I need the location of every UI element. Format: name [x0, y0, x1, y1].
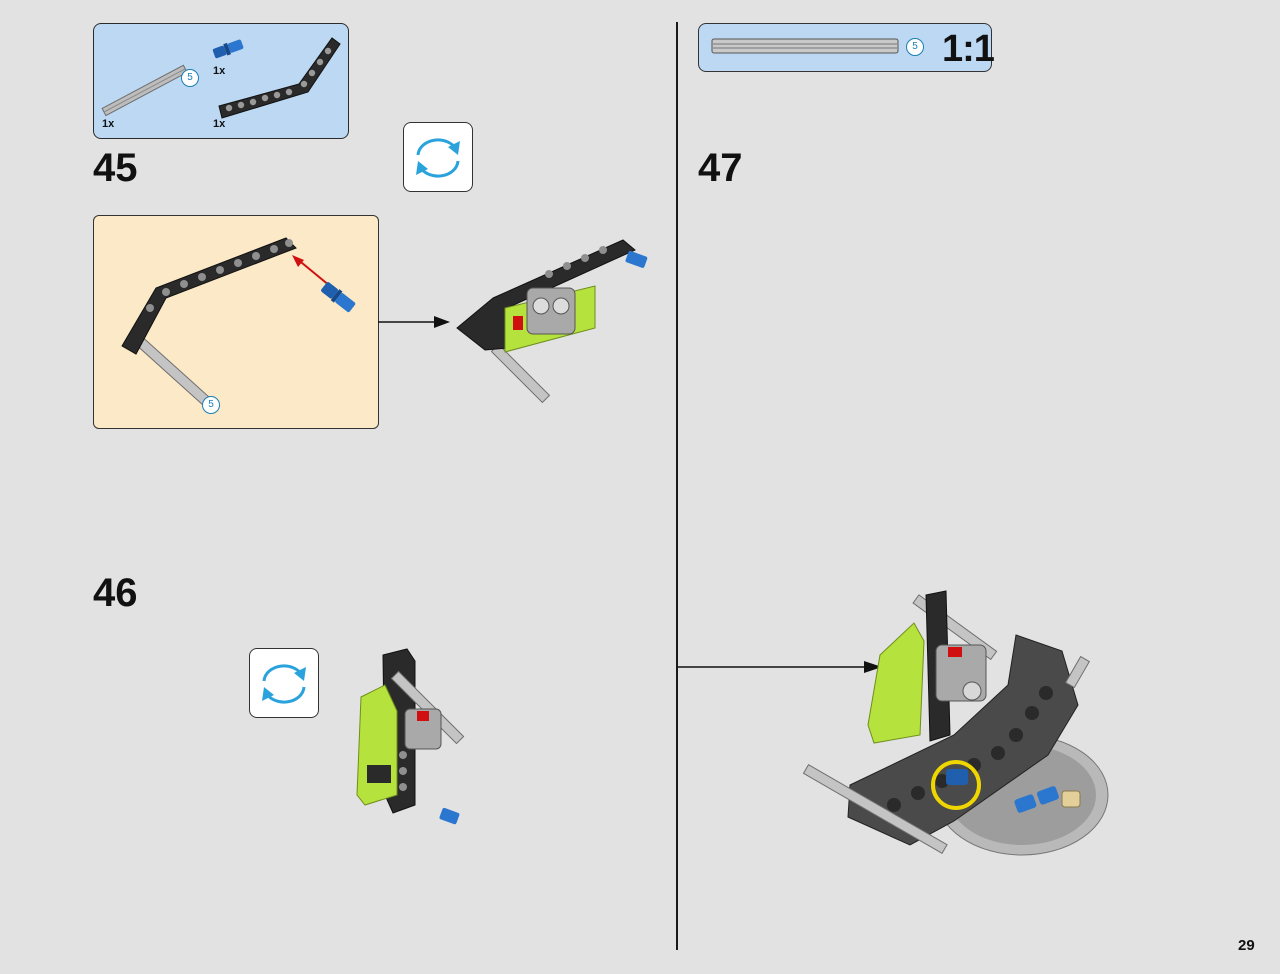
step-45-model-image [456, 239, 648, 404]
rotate-icon [416, 138, 460, 178]
axle-part-image [101, 64, 188, 117]
rotate-model-callout [403, 122, 473, 192]
blue-pin-part-image [212, 39, 244, 59]
step-46-model-image [356, 648, 465, 825]
scale-axle-image [711, 38, 899, 54]
subassembly-callout: 5 [93, 215, 379, 429]
page-number: 29 [1238, 937, 1255, 954]
arrow-right-icon-2 [678, 661, 882, 673]
bent-beam-part-image [218, 37, 341, 119]
step-47-model-image [802, 590, 1109, 856]
step-46-number: 46 [93, 571, 138, 615]
parts-list-callout: 5 1x 1x 1x [93, 23, 349, 139]
scale-axle-length-label: 5 [906, 38, 924, 56]
axle-qty: 1x [102, 118, 115, 130]
scale-check-callout: 5 1:1 [698, 23, 995, 72]
page-divider [676, 22, 678, 950]
step-45-number: 45 [93, 146, 138, 190]
bent-beam-qty: 1x [213, 118, 226, 130]
rotate-icon-2 [262, 664, 306, 704]
highlight-circle [931, 760, 981, 810]
subassembly-image [121, 237, 356, 408]
blue-pin-qty: 1x [213, 65, 226, 77]
step-47-number: 47 [698, 146, 743, 190]
scale-ratio: 1:1 [942, 28, 995, 70]
rotate-model-callout-2 [249, 648, 319, 718]
arrow-right-icon [378, 316, 450, 328]
axle-length-label: 5 [181, 69, 199, 87]
subassembly-axle-length-label: 5 [202, 396, 220, 414]
